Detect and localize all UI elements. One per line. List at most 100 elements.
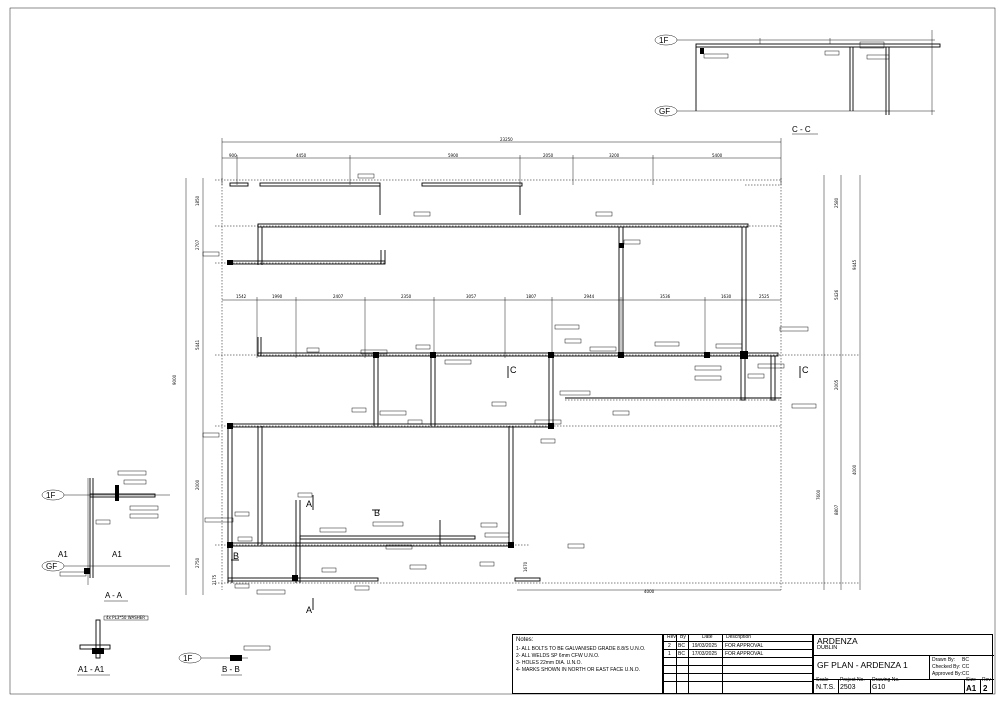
bolt-note: 4x PL3*50 WASHER [106,615,145,620]
notes-panel: Notes: 1- ALL BOLTS TO BE GALVANISED GRA… [513,635,663,694]
dim-right-0: 2580 [834,197,839,208]
dim-top-5: 5400 [712,153,723,158]
section-mark-a-bottom: A [306,605,312,615]
checked-by-value: CC [962,664,970,670]
dim-mid-5: 1807 [526,294,537,299]
section-bb-level-1f: 1F [183,654,192,663]
section-mark-b-left: B [233,551,239,561]
rev-header-date: Date [702,634,713,640]
drawing-title: GF PLAN - ARDENZA 1 [817,660,908,670]
section-aa-level-1f: 1F [46,491,55,500]
dim-left-1: 2707 [195,239,200,250]
section-aa-mark-a1-right: A1 [112,550,122,559]
project-location: DUBLIN [817,645,838,651]
dim-right-5: 7600 [816,489,821,500]
drawn-by-value: BC [962,657,969,663]
rev-row-2-rev: 1 [668,651,671,657]
section-cc-title: C - C [792,125,811,134]
dim-bottom-2: 2175 [212,574,217,585]
dim-mid-6: 2944 [584,294,595,299]
rev-header-by: By [680,634,686,640]
rev-value: 2 [983,684,988,693]
dim-bottom-0: 4000 [644,589,655,594]
section-aa-level-gf: GF [46,562,57,571]
note-item-1: 1- ALL BOLTS TO BE GALVANISED GRADE 8.8/… [516,646,646,652]
section-mark-a-top: A [306,499,312,509]
dim-top-0: 900 [229,153,237,158]
section-a1a1-title: A1 - A1 [78,665,105,674]
dim-left-5: 2750 [195,557,200,568]
dim-mid-4: 3057 [466,294,477,299]
section-bb-title: B - B [222,665,240,674]
dim-top-2: 5900 [448,153,459,158]
notes-title: Notes: [516,637,534,643]
dim-mid-8: 1630 [721,294,732,299]
section-cc: 1F GF C - C [654,30,941,135]
scale-label: Scale [816,677,829,683]
section-bb: 1F B - B [178,645,271,676]
dim-right-6: 8807 [834,504,839,515]
note-item-4: 4- MARKS SHOWN IN NORTH OR EAST FACE U.N… [516,667,640,673]
rev-label: Rev [982,677,991,683]
dim-top-3: 2050 [543,153,554,158]
sheet-border [9,7,996,695]
rev-row-2-by: BC [678,651,685,657]
dim-bottom-1: 1670 [523,561,528,572]
scale-value: N.T.S. [816,684,836,691]
section-mark-b-top: B [374,508,380,518]
rev-header-rev: Rev [667,634,676,640]
drawing-no-label: Drawing No. [872,677,900,683]
dim-right-3: 2005 [834,379,839,390]
title-block: Notes: 1- ALL BOLTS TO BE GALVANISED GRA… [512,634,994,694]
section-aa-mark-a1-left: A1 [58,550,68,559]
rev-row-2-date: 17/03/2025 [692,651,718,657]
dim-left-9000: 9000 [172,374,177,385]
connection-markers [227,243,748,581]
rev-row-1-rev: 2 [668,643,671,649]
section-cc-level-gf: GF [659,107,670,116]
dim-right-4: 4000 [852,464,857,475]
dim-mid-0: 1542 [236,294,247,299]
section-cc-level-1f: 1F [659,36,668,45]
rev-row-2-description: FOR APPROVAL [725,651,764,657]
size-label: Size [966,677,976,683]
project-name: ARDENZA [817,636,858,646]
approved-by-value: CC [962,671,970,677]
dim-left-2: 5441 [195,339,200,350]
dim-top-4: 3200 [609,153,620,158]
dim-mid-7: 3536 [660,294,671,299]
project-no-label: Project No. [840,677,865,683]
dim-left-0: 1850 [195,195,200,206]
dim-mid-9: 2525 [759,294,770,299]
rev-row-1-description: FOR APPROVAL [725,643,764,649]
dim-overall: 23250 [500,137,513,142]
revision-table: Rev By Date Description 2 BC 19/03/2025 … [663,634,814,694]
project-no-value: 2503 [840,684,856,691]
dim-mid-2: 2407 [333,294,344,299]
dim-right-1: 5426 [834,289,839,300]
size-value: A1 [966,684,977,693]
rev-row-1-by: BC [678,643,685,649]
dim-mid-1: 1990 [272,294,283,299]
section-mark-c-left: C [510,365,517,375]
gf-plan: 23250 900 4450 5900 2050 3200 5400 [172,137,861,615]
drawing-no-value: G10 [872,684,886,691]
member-tags [202,173,817,595]
section-aa: 1F GF A1 A1 A - A [41,470,170,602]
note-item-2: 2- ALL WELDS SP 6mm CFW U.N.O. [516,653,600,659]
rev-header-description: Description [726,634,752,640]
section-aa-title: A - A [105,591,123,600]
section-mark-c-right: C [802,365,809,375]
section-a1a1: 4x PL3*50 WASHER A1 - A1 [77,615,149,676]
checked-by-label: Checked By: [932,664,961,670]
note-item-3: 3- HOLES 22mm DIA. U.N.O. [516,660,582,666]
drawn-by-label: Drawn By: [932,657,956,663]
dim-top-1: 4450 [296,153,307,158]
approved-by-label: Approved By: [932,671,963,677]
rev-row-1-date: 19/03/2025 [692,643,718,649]
project-panel: ARDENZA DUBLIN GF PLAN - ARDENZA 1 Drawn… [813,635,994,694]
section-markers: A A B B C C [231,365,809,615]
dim-right-2: 9445 [852,259,857,270]
